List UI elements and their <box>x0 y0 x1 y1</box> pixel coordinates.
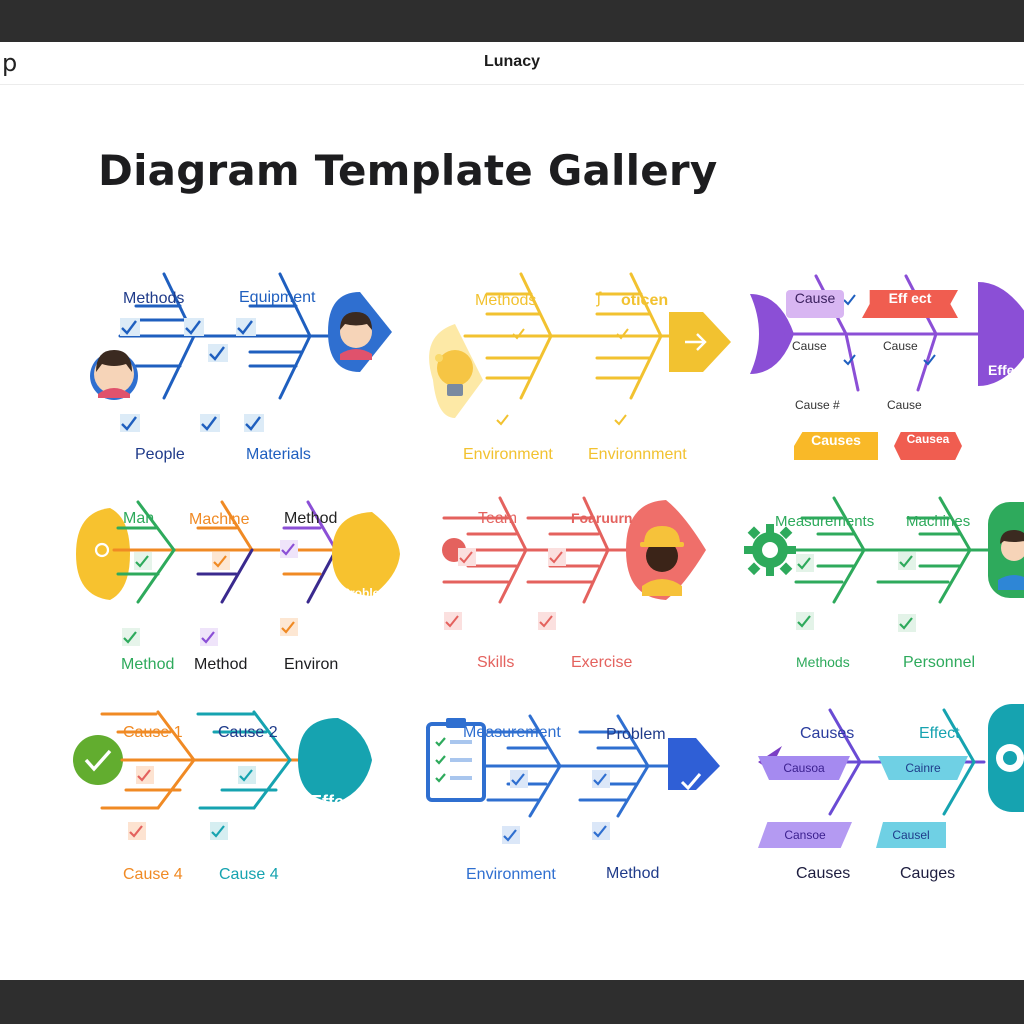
category-label: Causes <box>796 865 851 882</box>
desktop-top-bar <box>0 0 1024 42</box>
title-bar: p Lunacy <box>0 42 1024 85</box>
category-label: People <box>135 446 185 463</box>
effect-head <box>978 282 1024 386</box>
category-label: Methods <box>123 290 185 307</box>
category-label: Method <box>121 656 175 673</box>
template-card-3[interactable]: Cause Eff ect Causes Causea Cause Cause … <box>746 240 1024 460</box>
category-label: Method <box>284 510 338 527</box>
category-label: Environment <box>463 446 553 463</box>
fishbone-diagram <box>426 714 720 844</box>
app-window: p Lunacy Diagram Template Gallery <box>0 42 1024 980</box>
category-label: Skills <box>477 654 515 671</box>
fish-tail-icon <box>750 294 794 374</box>
category-label: Cause 2 <box>218 724 278 741</box>
template-card-5[interactable]: Team Foaruurn Skills Exercise <box>438 462 768 671</box>
category-label: Machine <box>189 511 250 528</box>
effect-head <box>298 718 372 802</box>
template-card-6[interactable]: Measurements Machines Methods Personnel <box>744 462 1024 671</box>
template-card-9[interactable]: Causoa Cainre Cansoe Causel Causes Effec… <box>748 682 1024 882</box>
person-avatar-icon <box>988 502 1024 598</box>
fishbone-diagram <box>744 496 1024 632</box>
template-card-4[interactable]: Man Machine Method Method Method Environ… <box>74 462 404 673</box>
worker-avatar-icon <box>626 500 706 600</box>
effect-tag: Eff ect <box>862 290 958 318</box>
category-label: Method <box>606 865 660 882</box>
check-icon <box>668 738 720 791</box>
category-label: Foaruurn <box>571 510 633 526</box>
target-icon <box>988 704 1024 812</box>
cause-tag: Cainre <box>878 756 968 780</box>
category-label: Personnel <box>903 654 976 671</box>
cause-label: Cause <box>887 398 922 412</box>
category-label: Environment <box>466 866 556 883</box>
category-label: Man <box>123 510 155 527</box>
category-label: Measurement <box>463 724 561 741</box>
fishbone-diagram <box>758 704 1024 816</box>
cause-tag: Cause <box>786 290 844 318</box>
template-card-8[interactable]: Measurement Problem Environment Method <box>424 682 754 883</box>
fishbone-diagram <box>750 274 1024 392</box>
cause-label: Cause <box>883 339 918 353</box>
category-label: Methods <box>796 654 850 670</box>
cause-tag: Cansoe <box>758 822 852 848</box>
arrow-right-icon <box>669 312 731 372</box>
category-label: Equipment <box>239 289 316 306</box>
category-label: oticen <box>621 292 669 309</box>
desktop-bottom-bar <box>0 980 1024 1024</box>
category-label: Cauges <box>900 865 956 882</box>
fishbone-diagram <box>90 272 392 432</box>
fishbone-diagram <box>73 710 372 840</box>
problem-head <box>332 512 400 596</box>
page-title: Diagram Template Gallery <box>98 146 718 195</box>
category-label: Cause 1 <box>123 724 183 741</box>
app-title: Lunacy <box>483 53 540 70</box>
category-label: Effect <box>919 725 960 742</box>
category-label: Machines <box>906 513 971 530</box>
lunacy-logo-icon[interactable]: p <box>2 49 18 77</box>
cause-tag: Causea <box>894 432 962 460</box>
problem-label: Problen <box>342 586 387 600</box>
category-label: Materials <box>246 446 311 463</box>
category-label: Environ <box>284 656 339 673</box>
fishbone-diagram <box>76 500 400 646</box>
category-label: Exercise <box>571 654 633 671</box>
category-label: Problem <box>606 726 666 743</box>
category-label: Causes <box>800 725 855 742</box>
category-label: ʃ <box>597 290 601 307</box>
clipboard-icon <box>426 718 486 802</box>
template-card-2[interactable]: Methods ʃ oticen Environment Environnmen… <box>425 240 755 463</box>
fishbone-diagram <box>442 496 706 630</box>
category-label: Measurements <box>775 513 875 530</box>
category-label: Methods <box>475 292 537 309</box>
template-card-1[interactable]: Methods Equipment People Materials <box>80 240 410 463</box>
cause-label: Cause # <box>795 398 840 412</box>
category-label: Cause 4 <box>123 866 183 883</box>
cause-tag: Causel <box>876 822 946 848</box>
effect-label: Effect <box>310 792 361 812</box>
category-label: Environnment <box>588 446 687 463</box>
cause-label: Cause <box>792 339 827 353</box>
category-label: Method <box>194 656 248 673</box>
cause-tag: Causes <box>794 432 878 460</box>
check-circle-icon <box>73 735 123 785</box>
lightbulb-icon <box>429 324 483 418</box>
cause-tag: Causoa <box>758 756 850 780</box>
fishbone-diagram <box>429 272 731 426</box>
circle-icon <box>76 508 130 600</box>
woman-avatar-icon <box>328 292 392 372</box>
category-label: Team <box>478 510 518 527</box>
effect-label: Effec <box>988 362 1023 378</box>
template-card-7[interactable]: Cause 1 Cause 2 Cause 4 Cause 4 Effect <box>70 682 400 883</box>
woman-avatar-icon <box>90 350 138 400</box>
category-label: Cause 4 <box>219 866 279 883</box>
